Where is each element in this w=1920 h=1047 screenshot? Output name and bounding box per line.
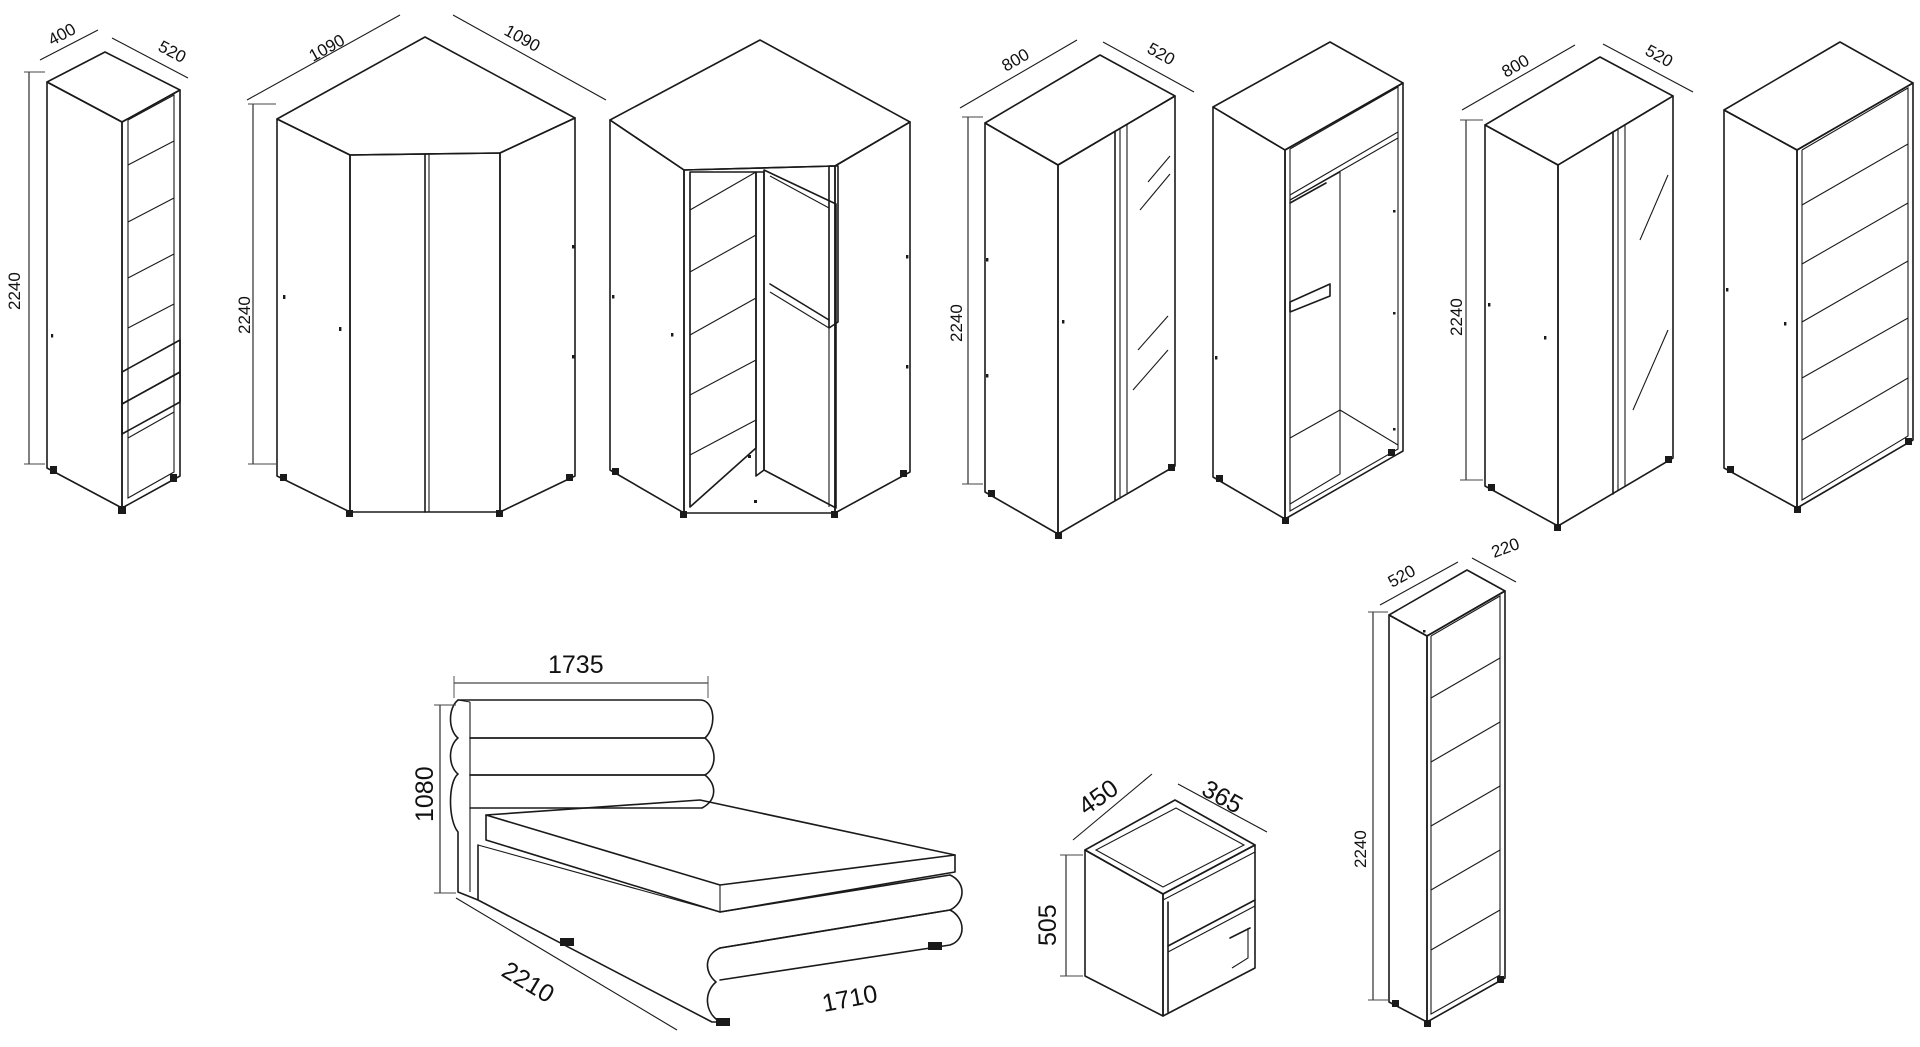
dim-800: 800 xyxy=(999,45,1033,76)
corner-wardrobe-open xyxy=(609,39,911,518)
dim-2210: 2210 xyxy=(497,956,559,1009)
dim-520: 520 xyxy=(155,37,189,67)
dim-1090-left: 1090 xyxy=(306,31,348,66)
dim-2240: 2240 xyxy=(1351,830,1370,868)
dim-1710: 1710 xyxy=(820,980,880,1018)
mirror-wardrobe-1: 800 520 2240 xyxy=(947,39,1195,539)
dim-450: 450 xyxy=(1073,774,1123,821)
tall-bookcase: 520 220 2240 xyxy=(1351,534,1522,1027)
dim-520: 520 xyxy=(1144,39,1178,69)
dim-1080: 1080 xyxy=(411,766,439,822)
corner-wardrobe-closed: 1090 1090 2240 xyxy=(235,14,607,517)
dim-220: 220 xyxy=(1489,534,1522,562)
dim-520: 520 xyxy=(1642,41,1676,71)
dim-2240: 2240 xyxy=(5,272,24,310)
dim-1090-right: 1090 xyxy=(501,21,543,56)
hanging-wardrobe-open xyxy=(1212,41,1404,524)
dim-1735: 1735 xyxy=(548,651,604,679)
dim-2240: 2240 xyxy=(1447,298,1466,336)
mirror-wardrobe-2: 800 520 2240 xyxy=(1447,41,1694,531)
dim-2240: 2240 xyxy=(947,304,966,342)
open-shelf-unit xyxy=(1723,41,1914,513)
nightstand: 450 365 505 xyxy=(1034,773,1268,1017)
dim-365: 365 xyxy=(1197,775,1247,820)
dim-505: 505 xyxy=(1034,904,1062,946)
dim-2240: 2240 xyxy=(235,296,254,334)
dim-800: 800 xyxy=(1499,51,1533,82)
narrow-shelf-cabinet: 400 520 2240 xyxy=(5,19,189,514)
dim-400: 400 xyxy=(45,19,79,49)
double-bed: 1735 1080 2210 1710 xyxy=(411,651,963,1031)
